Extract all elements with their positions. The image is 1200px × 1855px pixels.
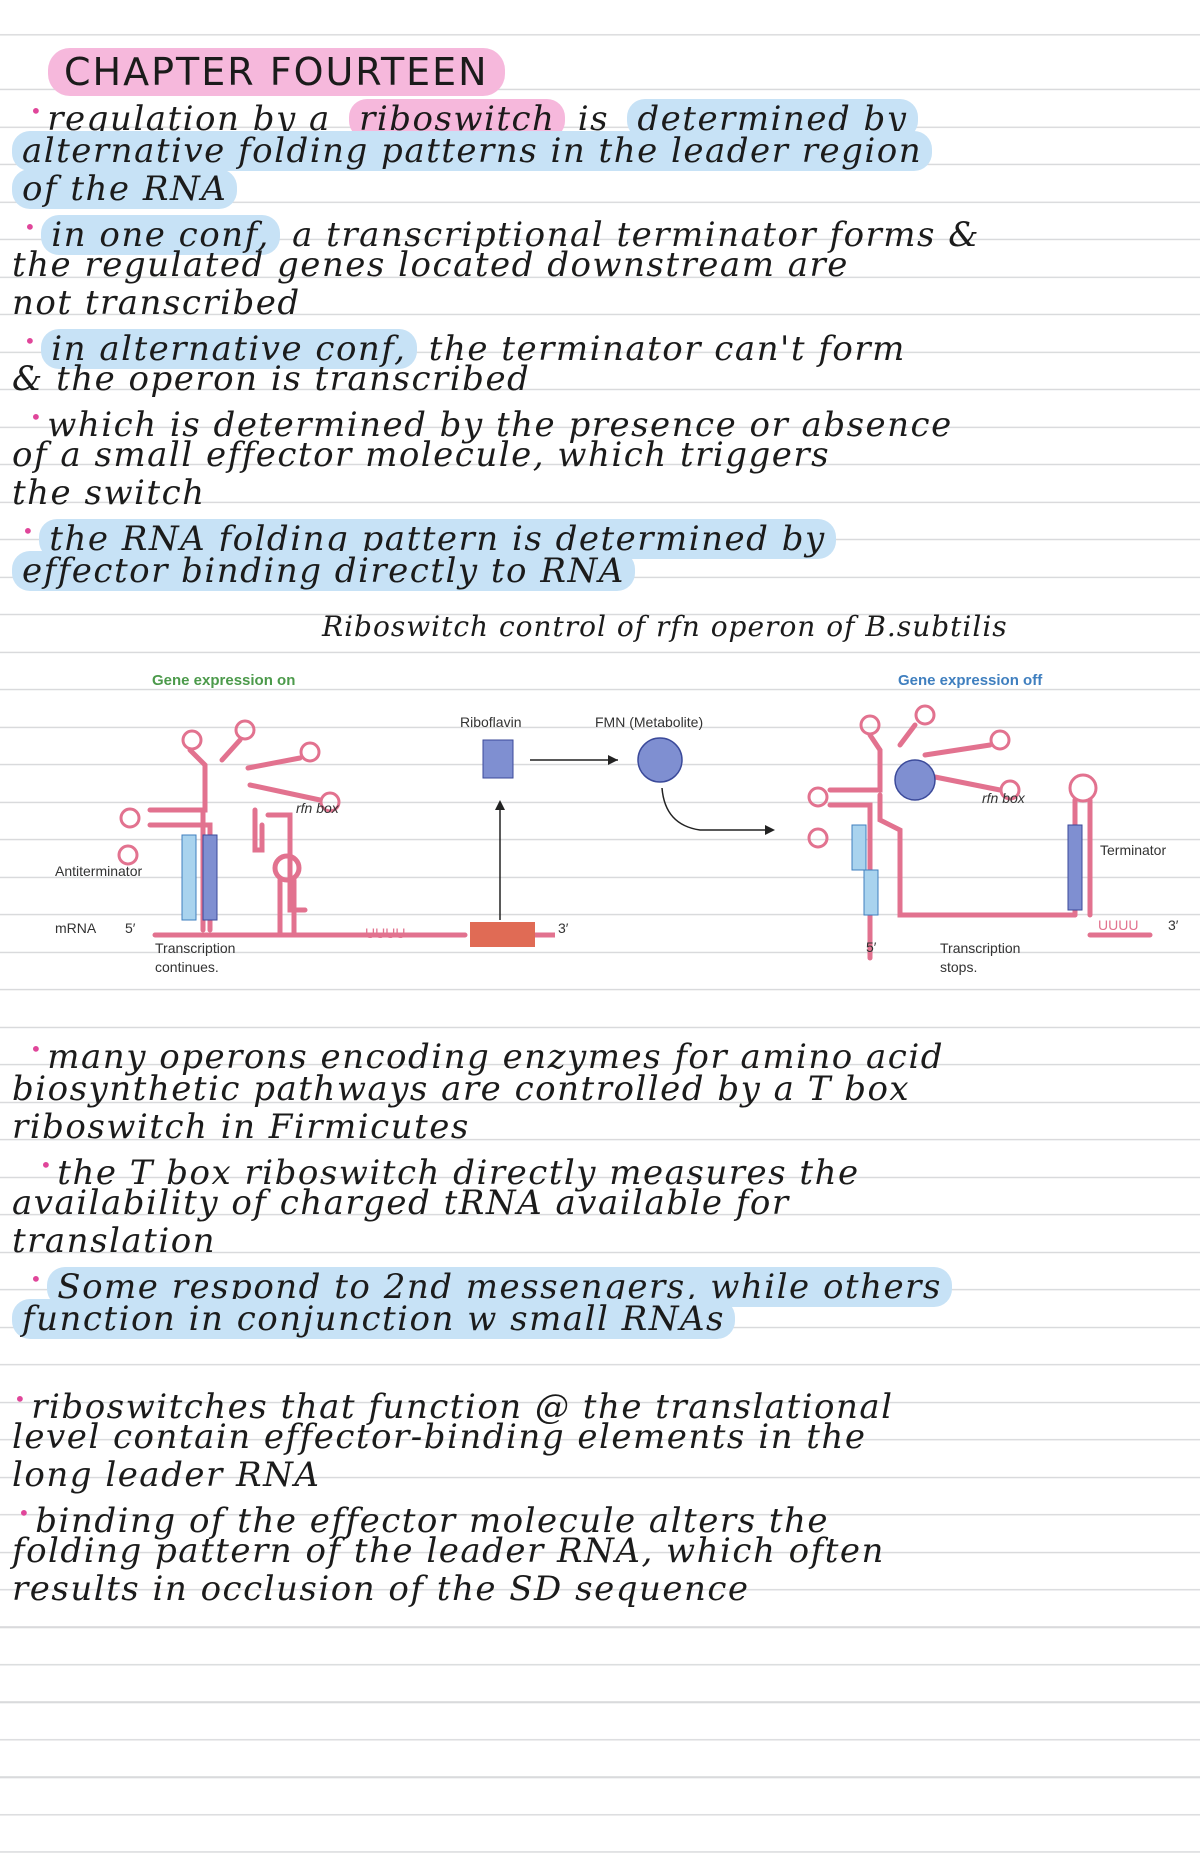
rfn-box-label-on: rfn box [296, 800, 340, 816]
fmn-bound-circle [894, 759, 936, 801]
fmn-label: FMN (Metabolite) [595, 714, 703, 730]
transcription-stops-2: stops. [940, 959, 977, 975]
gene-box [470, 922, 535, 947]
highlight-blue: effector binding directly to RNA [12, 551, 635, 591]
note-text: riboswitches that function @ the transla… [31, 1387, 894, 1427]
riboflavin-label: Riboflavin [460, 714, 521, 730]
note-line: & the operon is transcribed [12, 359, 531, 399]
uuuu-label-on: UUUU [365, 925, 405, 941]
riboflavin-box [482, 739, 514, 779]
highlight-blue: of the RNA [12, 169, 238, 209]
hairpin-loops-on [117, 719, 341, 866]
note-line: the regulated genes located downstream a… [12, 245, 849, 285]
rna-structure-on [147, 737, 468, 938]
chapter-title: CHAPTER FOURTEEN [48, 48, 505, 96]
note-line: riboswitch in Firmicutes [12, 1107, 470, 1147]
three-prime-label-on: 3′ [558, 920, 569, 936]
highlight-blue: in one conf, [41, 215, 280, 255]
note-line: •which is determined by the presence or … [30, 398, 953, 444]
bullet-dot: • [30, 1037, 44, 1061]
note-line: of a small effector molecule, which trig… [12, 435, 831, 475]
three-prime-label-off: 3′ [1168, 917, 1179, 933]
heading-off: Gene expression off [898, 672, 1043, 689]
transcription-continues-1: Transcription [155, 940, 235, 956]
note-line: not transcribed [12, 283, 301, 323]
antiterminator-box [181, 834, 197, 921]
note-text: the terminator can't form [416, 329, 906, 369]
antiterminator-box-off [851, 824, 867, 871]
five-prime-label-off: 5′ [866, 939, 877, 955]
heading-on: Gene expression on [152, 672, 295, 689]
note-text: binding of the effector molecule alters … [35, 1501, 830, 1541]
bullet-dot: • [18, 1501, 32, 1525]
note-line: level contain effector-binding elements … [12, 1417, 867, 1457]
bullet-dot: • [30, 405, 44, 429]
bullet-dot: • [30, 1267, 44, 1291]
bullet-dot: • [40, 1153, 54, 1177]
rfn-box-on [202, 834, 218, 921]
antiterminator-label: Antiterminator [55, 863, 142, 879]
hairpin-loops-off [807, 704, 1098, 849]
figure-caption: Riboswitch control of rfn operon of B.su… [322, 610, 1008, 643]
note-line: •in one conf, a transcriptional terminat… [24, 208, 980, 255]
note-line: •regulation by a riboswitch is determine… [30, 92, 918, 139]
note-line: alternative folding patterns in the lead… [12, 131, 933, 171]
highlight-blue: function in conjunction w small RNAs [12, 1299, 735, 1339]
terminator-label: Terminator [1100, 842, 1166, 858]
five-prime-label-on: 5′ [125, 920, 136, 936]
note-line: •in alternative conf, the terminator can… [24, 322, 906, 369]
bullet-dot: • [30, 99, 44, 123]
note-line: biosynthetic pathways are controlled by … [12, 1069, 911, 1109]
rfn-box-label-off: rfn box [982, 790, 1026, 806]
riboswitch-figure: Gene expression on Gene expression off r… [55, 672, 1179, 975]
bullet-dot: • [22, 519, 36, 543]
bullet-dot: • [14, 1387, 28, 1411]
note-line: function in conjunction w small RNAs [12, 1299, 735, 1339]
note-text: which is determined by the presence or a… [47, 405, 953, 445]
note-text: many operons encoding enzymes for amino … [47, 1037, 944, 1077]
note-text: a transcriptional terminator forms & [279, 215, 981, 255]
transcription-stops-1: Transcription [940, 940, 1020, 956]
bullet-dot: • [24, 215, 38, 239]
note-line: •riboswitches that function @ the transl… [14, 1380, 894, 1426]
note-line: •many operons encoding enzymes for amino… [30, 1030, 944, 1076]
note-line: long leader RNA [12, 1455, 321, 1495]
note-line: •binding of the effector molecule alters… [18, 1494, 829, 1540]
note-text: the T box riboswitch directly measures t… [57, 1153, 860, 1193]
note-line: folding pattern of the leader RNA, which… [12, 1531, 885, 1571]
highlight-blue: in alternative conf, [41, 329, 417, 369]
arrow-fmn-binding [661, 787, 770, 831]
uuuu-label-off: UUUU [1098, 917, 1138, 933]
note-line: •Some respond to 2nd messengers, while o… [30, 1260, 952, 1307]
note-line: results in occlusion of the SD sequence [12, 1569, 750, 1609]
note-line: availability of charged tRNA available f… [12, 1183, 790, 1223]
note-line: the switch [12, 473, 206, 513]
transcription-continues-2: continues. [155, 959, 219, 975]
note-line: effector binding directly to RNA [12, 551, 635, 591]
fmn-circle [637, 737, 683, 783]
note-line: •the T box riboswitch directly measures … [40, 1146, 860, 1192]
note-line: •the RNA folding pattern is determined b… [22, 512, 836, 559]
highlight-blue: alternative folding patterns in the lead… [12, 131, 933, 171]
bullet-dot: • [24, 329, 38, 353]
note-line: translation [12, 1221, 217, 1261]
antiterminator-box-off-2 [863, 869, 879, 916]
terminator-box [1067, 824, 1083, 911]
mrna-label: mRNA [55, 920, 97, 936]
note-line: of the RNA [12, 169, 238, 209]
